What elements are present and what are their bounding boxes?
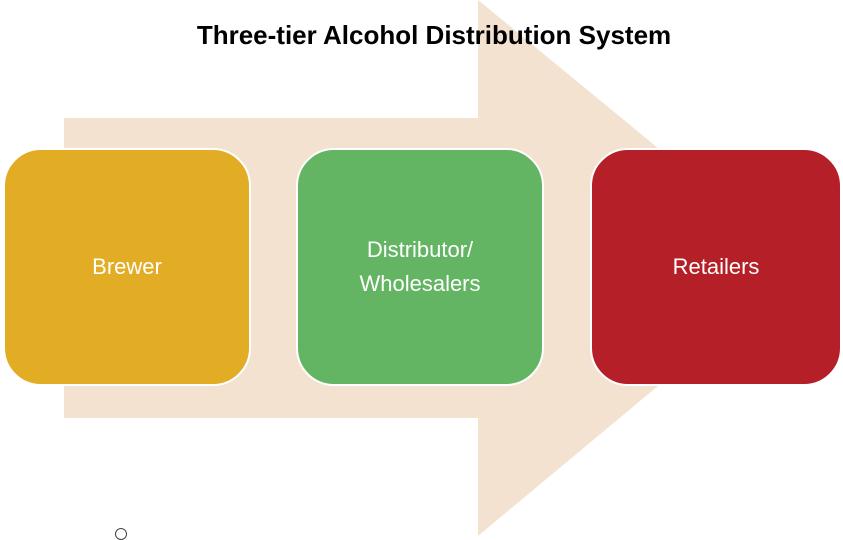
tier-box-distributor: Distributor/ Wholesalers xyxy=(296,148,544,386)
tier-label-distributor: Distributor/ Wholesalers xyxy=(359,237,481,296)
diagram-title: Three-tier Alcohol Distribution System xyxy=(196,20,672,50)
tier-box-retailers: Retailers xyxy=(590,148,842,386)
tier-box-brewer: Brewer xyxy=(3,148,251,386)
tier-label-brewer: Brewer xyxy=(92,254,162,279)
tier-label-retailers: Retailers xyxy=(672,254,760,279)
stray-circle-mark xyxy=(115,528,127,540)
